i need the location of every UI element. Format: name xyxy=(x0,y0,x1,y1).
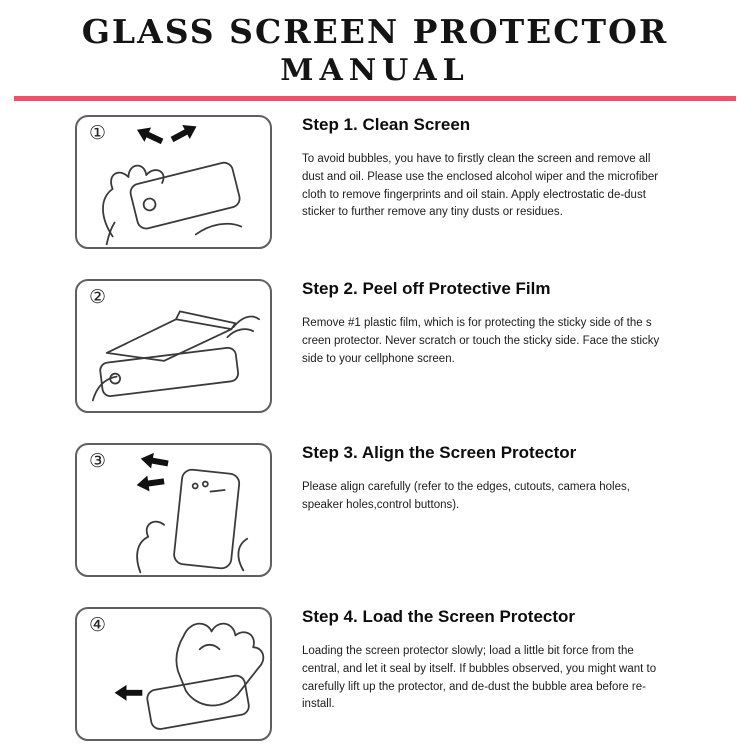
step-2-section: ② Step 2. Peel of xyxy=(75,279,750,413)
step-4-text: Step 4. Load the Screen Protector Loadin… xyxy=(302,607,674,714)
step-2-body: Remove #1 plastic film, which is for pro… xyxy=(302,317,660,365)
load-protector-drawing xyxy=(114,622,265,730)
step-4-heading: Step 4. Load the Screen Protector xyxy=(302,607,576,626)
peel-film-drawing xyxy=(91,310,261,402)
step-1-text: Step 1. Clean Screen To avoid bubbles, y… xyxy=(302,115,674,222)
page-title: GLASS SCREEN PROTECTOR xyxy=(81,12,669,51)
step-2-illustration: ② xyxy=(75,279,272,413)
step-3-body: Please align carefully (refer to the edg… xyxy=(302,481,630,511)
step-2-text: Step 2. Peel off Protective Film Remove … xyxy=(302,279,674,368)
step-4-number-icon: ④ xyxy=(89,614,107,636)
step-2-heading: Step 2. Peel off Protective Film xyxy=(302,279,551,298)
step-1-section: ① xyxy=(75,115,750,249)
step-1-number-icon: ① xyxy=(89,122,107,144)
step-4-body: Loading the screen protector slowly; loa… xyxy=(302,645,657,711)
title-block: GLASS SCREEN PROTECTOR MANUAL xyxy=(0,0,750,88)
step-3-text: Step 3. Align the Screen Protector Pleas… xyxy=(302,443,674,515)
step-2-number-icon: ② xyxy=(89,286,107,308)
step-1-heading: Step 1. Clean Screen xyxy=(302,115,471,134)
clean-screen-drawing xyxy=(102,125,243,246)
step-3-heading: Step 3. Align the Screen Protector xyxy=(302,443,577,462)
step-3-section: ③ xyxy=(75,443,750,577)
step-3-number-icon: ③ xyxy=(89,450,107,472)
steps-list: ① xyxy=(0,115,750,741)
step-4-illustration: ④ xyxy=(75,607,272,741)
step-1-body: To avoid bubbles, you have to firstly cl… xyxy=(302,153,659,219)
step-3-illustration: ③ xyxy=(75,443,272,577)
title-divider xyxy=(14,96,736,101)
step-1-illustration: ① xyxy=(75,115,272,249)
step-4-section: ④ Step 4. Load the Screen Protector xyxy=(75,607,750,741)
align-protector-drawing xyxy=(136,452,249,574)
page-subtitle: MANUAL xyxy=(280,53,470,88)
